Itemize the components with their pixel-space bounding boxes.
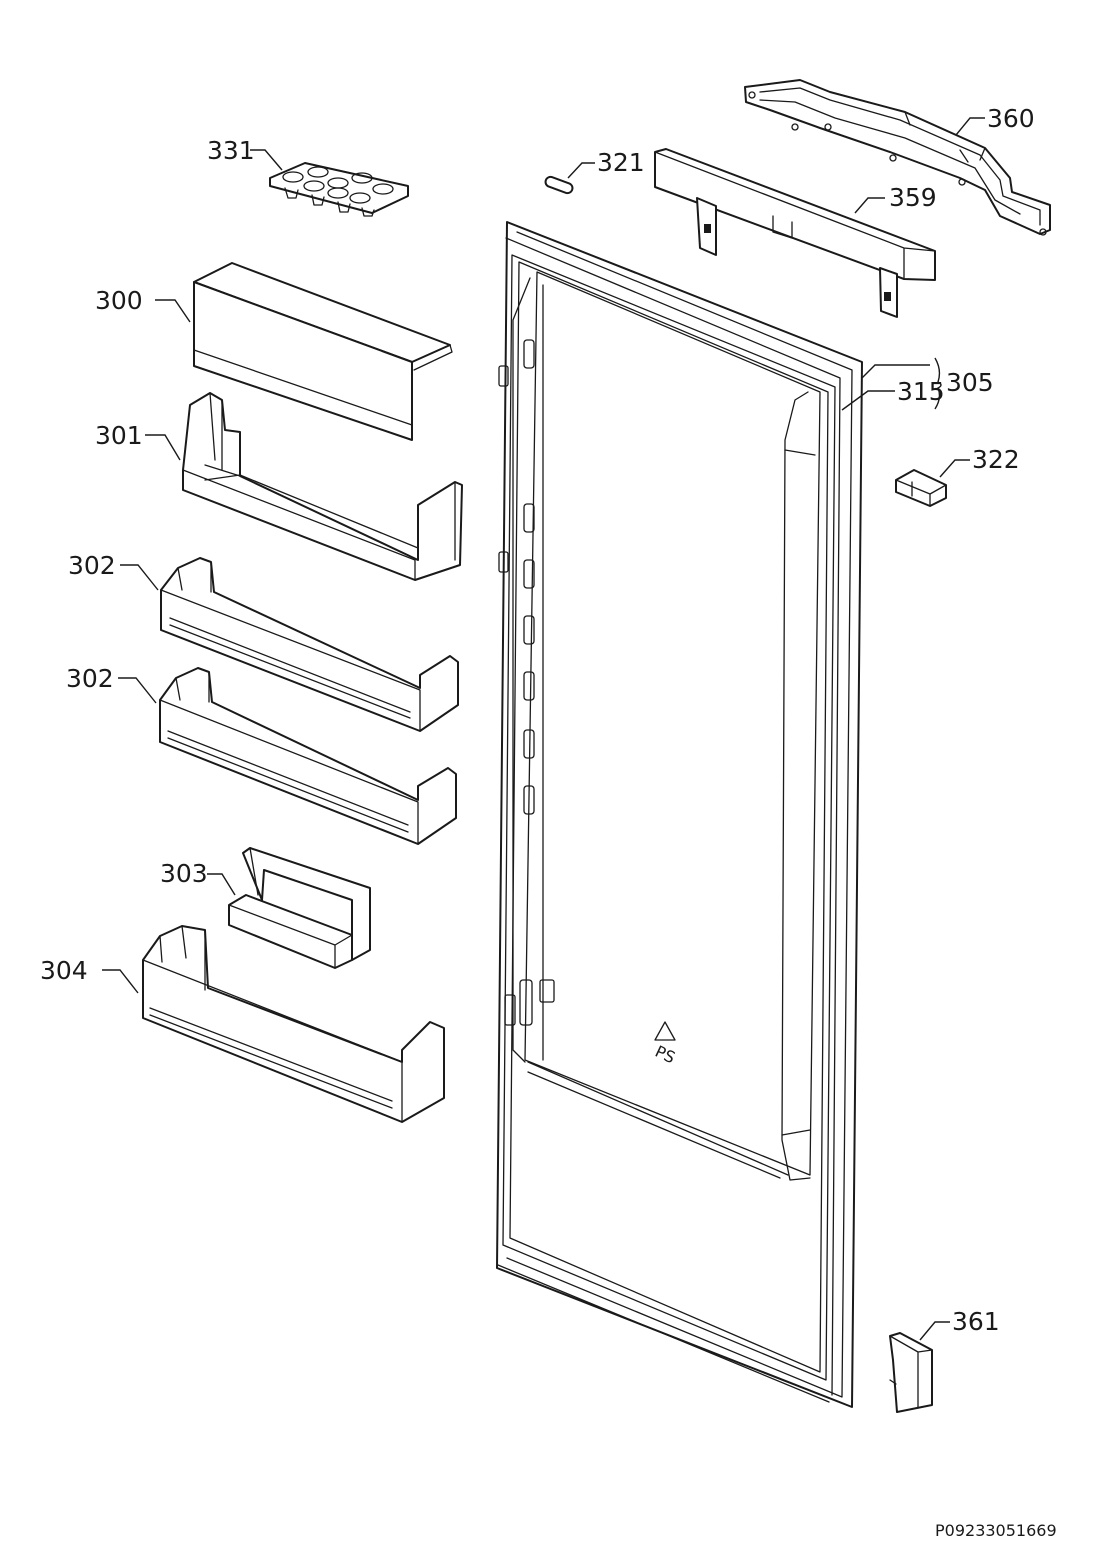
- callout-359: 359: [889, 183, 937, 212]
- drawing-code: P09233051669: [935, 1521, 1057, 1540]
- callout-361: 361: [952, 1307, 1000, 1336]
- callout-315: 315: [897, 377, 945, 406]
- callout-331: 331: [207, 136, 255, 165]
- callout-304: 304: [40, 956, 88, 985]
- callout-322: 322: [972, 445, 1020, 474]
- part-322-door-stop: [895, 469, 947, 507]
- part-359-hinge-cover: [654, 148, 936, 318]
- callout-360: 360: [987, 104, 1035, 133]
- callout-301: 301: [95, 421, 143, 450]
- part-303-small-door-tray: [228, 847, 371, 969]
- part-302-door-shelf-upper: [160, 557, 459, 732]
- part-302-door-shelf-lower: [159, 667, 457, 845]
- callout-300: 300: [95, 286, 143, 315]
- callout-302-lower: 302: [66, 664, 114, 693]
- callout-305: 305: [946, 368, 994, 397]
- part-305-door-assembly: PS: [496, 221, 863, 1408]
- part-360-hinge-bracket: [744, 79, 1051, 236]
- part-315-door-gasket: [502, 254, 836, 1381]
- leader-lines: [102, 117, 985, 1341]
- part-321-pin: [544, 175, 574, 195]
- part-331-egg-tray: [269, 162, 409, 217]
- callout-303: 303: [160, 859, 208, 888]
- part-304-bottle-shelf: [142, 925, 445, 1123]
- callout-321: 321: [597, 148, 645, 177]
- callout-302-upper: 302: [68, 551, 116, 580]
- part-301-door-shelf: [182, 392, 463, 581]
- callout-labels: 331 300 301 302 302 303 304 321 359 360 …: [40, 104, 1035, 1336]
- part-300-dairy-compartment-lid: [193, 262, 453, 441]
- part-361-lower-hinge-cover: [889, 1332, 933, 1413]
